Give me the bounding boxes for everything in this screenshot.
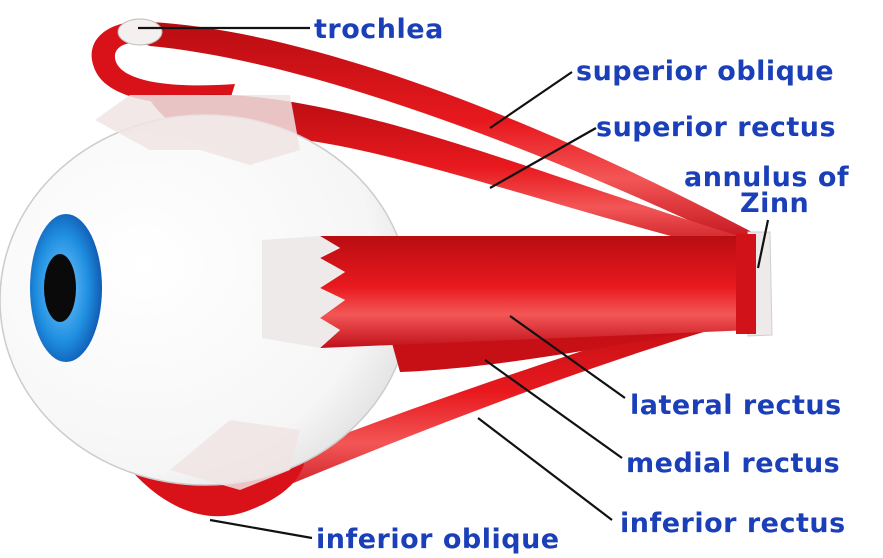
lateral-rectus-muscle (320, 236, 752, 348)
leader-inferior-rectus (478, 418, 612, 520)
annulus-red (736, 234, 756, 334)
label-inferior-oblique: inferior oblique (316, 524, 560, 555)
leader-superior-oblique (490, 72, 572, 128)
label-medial-rectus: medial rectus (626, 448, 840, 479)
pupil (44, 254, 76, 322)
label-annulus-line2: Zinn (740, 188, 809, 219)
label-lateral-rectus: lateral rectus (630, 390, 842, 421)
label-superior-rectus: superior rectus (596, 112, 836, 143)
label-trochlea: trochlea (314, 14, 444, 45)
trochlea-pulley (118, 19, 162, 45)
label-superior-oblique: superior oblique (576, 56, 834, 87)
leader-inferior-oblique (210, 520, 312, 538)
label-inferior-rectus: inferior rectus (620, 508, 846, 539)
